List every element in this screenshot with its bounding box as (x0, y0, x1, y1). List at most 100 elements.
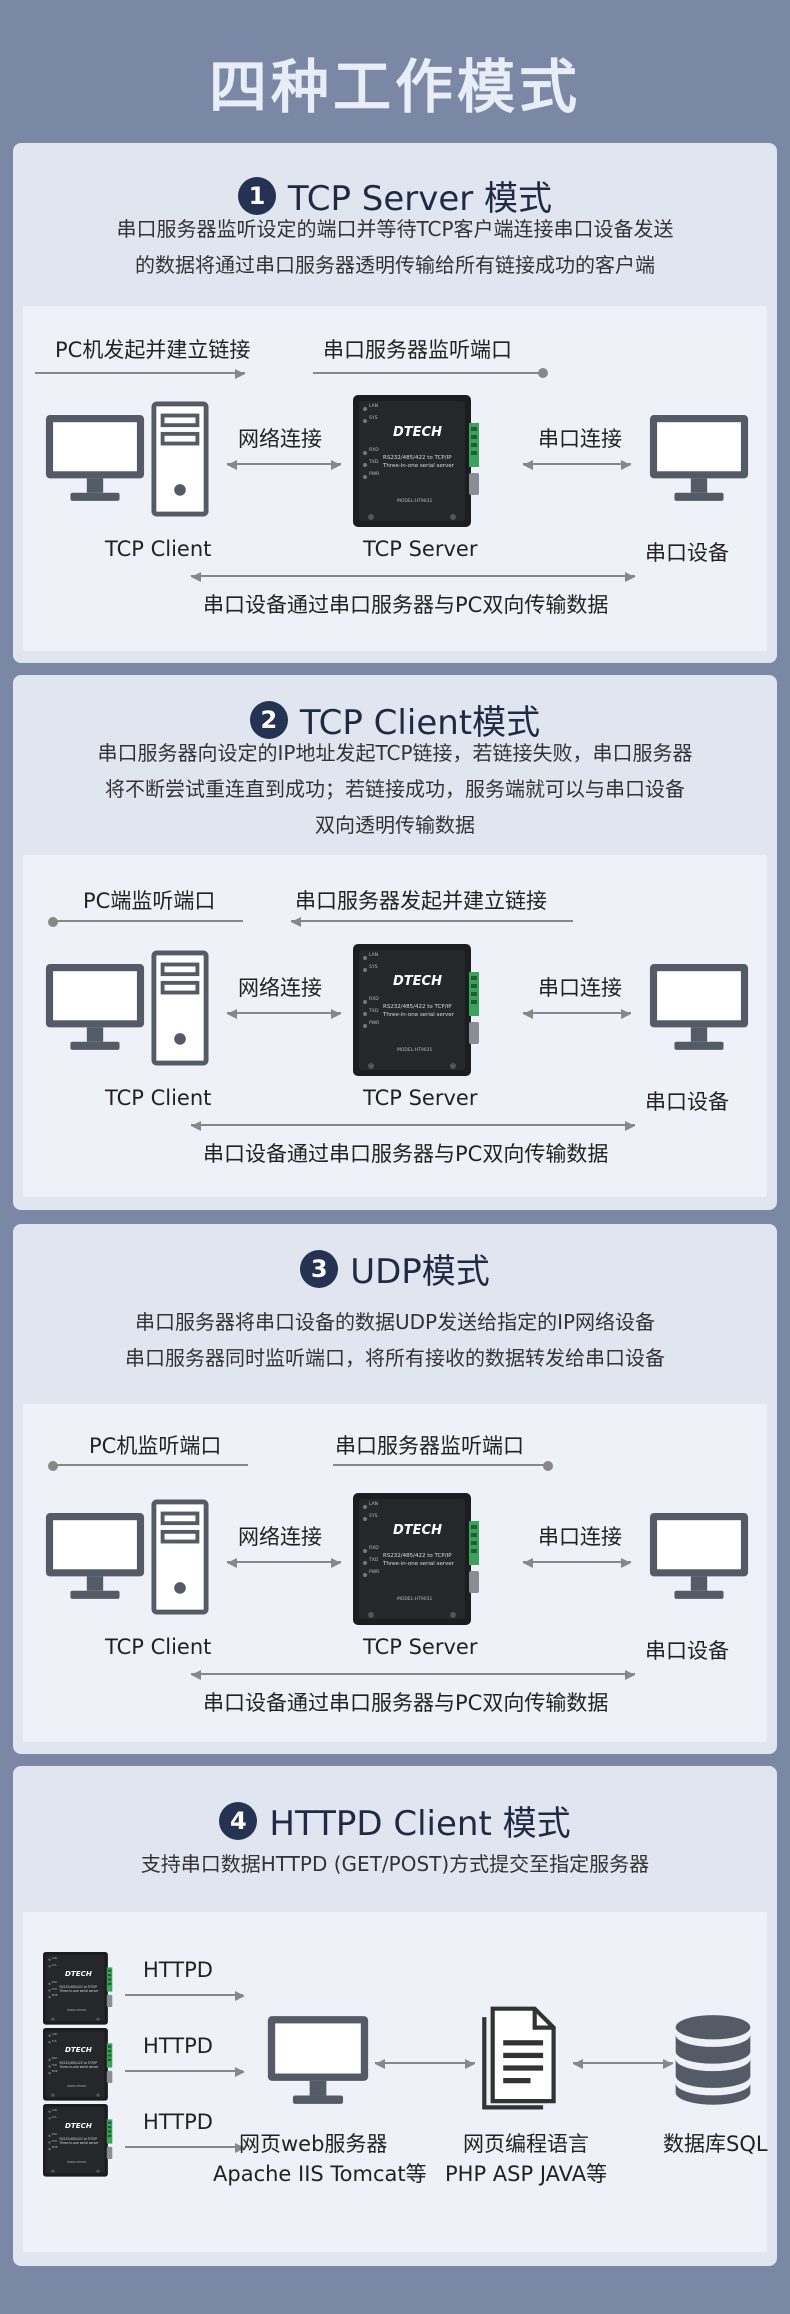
arrow-right-icon (621, 1009, 631, 1019)
device-brand: DTECH (65, 2120, 92, 2130)
device-model-line1: RS232/485/422 to TCP/IP (59, 1985, 98, 1989)
mode-description: 串口服务器将串口设备的数据UDP发送给指定的IP网络设备串口服务器同时监听端口，… (33, 1304, 757, 1376)
device-model-line2: Three-in-one serial server (383, 463, 454, 469)
mode-description: 串口服务器向设定的IP地址发起TCP链接，若链接失败，串口服务器将不断尝试重连直… (33, 735, 757, 843)
mode-description-line: 串口服务器监听设定的端口并等待TCP客户端连接串口设备发送 (116, 217, 674, 241)
device-led-label: TXD (369, 1558, 379, 1563)
serial-device-monitor-icon (647, 1511, 751, 1607)
device-led-label: SYS (369, 1514, 378, 1519)
double-arrow-line (523, 463, 631, 465)
mode-description: 串口服务器监听设定的端口并等待TCP客户端连接串口设备发送的数据将通过串口服务器… (33, 211, 757, 283)
device-model-number: MODEL:HT9031 (67, 2009, 87, 2013)
database-icon (671, 2012, 755, 2110)
device-led-label: SYS (51, 2115, 57, 2119)
arrow-right-icon (465, 2059, 475, 2069)
httpd-arrow-line (125, 1994, 243, 1996)
web-server-examples: Apache IIS Tomcat等 (213, 2162, 427, 2186)
device-model-line1: RS232/485/422 to TCP/IP (383, 1004, 452, 1010)
page-title: 四种工作模式 (208, 53, 581, 121)
pc-tower-icon (151, 950, 209, 1070)
device-led-label: LAN (51, 2108, 57, 2112)
arrow-left-icon (573, 2059, 583, 2069)
serial-device-monitor-icon (647, 413, 751, 509)
device-led-label: RXD (369, 1546, 379, 1551)
double-arrow-line (191, 575, 635, 577)
device-led-label: PWR (51, 1994, 58, 1998)
mode-title-text: TCP Server 模式 (287, 179, 553, 219)
mode-panel-2: 2 TCP Client模式串口服务器向设定的IP地址发起TCP链接，若链接失败，… (13, 675, 777, 1210)
mode-description: 支持串口数据HTTPD (GET/POST)方式提交至指定服务器 (33, 1846, 757, 1882)
arrow-left-icon (227, 1558, 237, 1568)
mode-description-line: 串口服务器向设定的IP地址发起TCP链接，若链接失败，串口服务器 (97, 741, 693, 765)
top-right-label: 串口服务器监听端口 (335, 1434, 524, 1458)
device-model-number: MODEL:HT9031 (397, 1597, 433, 1602)
device-led-label: PWR (369, 1021, 380, 1026)
mode-description-line: 支持串口数据HTTPD (GET/POST)方式提交至指定服务器 (140, 1852, 650, 1876)
serial-connection-label: 串口连接 (538, 427, 622, 451)
device-led-label: PWR (51, 2146, 58, 2150)
arrow-left-icon (523, 1558, 533, 1568)
network-connection-label: 网络连接 (238, 976, 322, 1000)
pc-monitor-icon (43, 962, 147, 1058)
device-brand: DTECH (65, 1968, 92, 1978)
top-right-label: 串口服务器发起并建立链接 (295, 889, 547, 913)
device-led-label: PWR (369, 472, 380, 477)
device-led-label: PWR (51, 2070, 58, 2074)
double-arrow-line (523, 1561, 631, 1563)
device-model-line2: Three-in-one serial server (59, 2065, 99, 2070)
serial-device-label: 串口设备 (645, 1090, 729, 1114)
pc-tower-icon (151, 401, 209, 521)
mode-number-badge: 4 (219, 1801, 258, 1840)
device-led-label: SYS (369, 416, 378, 421)
arrow-left-icon (191, 1670, 201, 1680)
arrow-right-icon (235, 1991, 245, 2001)
bidirectional-caption: 串口设备通过串口服务器与PC双向传输数据 (203, 1142, 609, 1166)
device-model-line2: Three-in-one serial server (383, 1561, 454, 1567)
top-right-line (313, 372, 543, 374)
mode-title-text: HTTPD Client 模式 (269, 1804, 571, 1844)
endpoint-dot (48, 917, 58, 927)
mode-title-text: TCP Client模式 (299, 703, 541, 743)
arrow-right-icon (663, 2059, 673, 2069)
device-led-label: LAN (369, 953, 379, 958)
device-model-number: MODEL:HT9031 (397, 1048, 433, 1053)
top-left-line (35, 372, 245, 374)
device-brand: DTECH (65, 2044, 92, 2054)
double-arrow-line (191, 1124, 635, 1126)
tcp-client-label: TCP Client (105, 1635, 212, 1659)
web-language-label: 网页编程语言 (463, 2132, 589, 2156)
arrow-left-icon (523, 1009, 533, 1019)
httpd-arrow-line (125, 2146, 243, 2148)
double-arrow-line (191, 1673, 635, 1675)
top-left-line (53, 1464, 248, 1466)
endpoint-dot (543, 1461, 553, 1471)
web-server-monitor-icon (265, 2014, 371, 2112)
arrow-right-icon (331, 1558, 341, 1568)
device-led-label: SYS (51, 2039, 57, 2043)
pc-tower-icon (151, 1499, 209, 1619)
device-led-label: TXD (51, 2139, 57, 2143)
device-led-label: RXD (369, 448, 379, 453)
serial-device-monitor-icon (647, 962, 751, 1058)
mode-number-badge: 3 (300, 1249, 339, 1288)
arrow-right-icon (331, 460, 341, 470)
mode-number-badge: 2 (249, 700, 288, 739)
mode-description-line: 双向透明传输数据 (315, 813, 475, 837)
tcp-client-label: TCP Client (105, 537, 212, 561)
device-led-label: RXD (369, 997, 379, 1002)
device-model-line1: RS232/485/422 to TCP/IP (59, 2061, 98, 2065)
pc-monitor-icon (43, 1511, 147, 1607)
device-led-label: SYS (51, 1963, 57, 1967)
top-left-label: PC机发起并建立链接 (55, 338, 251, 362)
double-arrow-line (573, 2062, 673, 2064)
device-led-label: TXD (51, 2063, 57, 2067)
device-led-label: LAN (51, 1956, 57, 1960)
device-led-label: RXD (51, 2133, 58, 2137)
device-brand: DTECH (393, 425, 442, 440)
